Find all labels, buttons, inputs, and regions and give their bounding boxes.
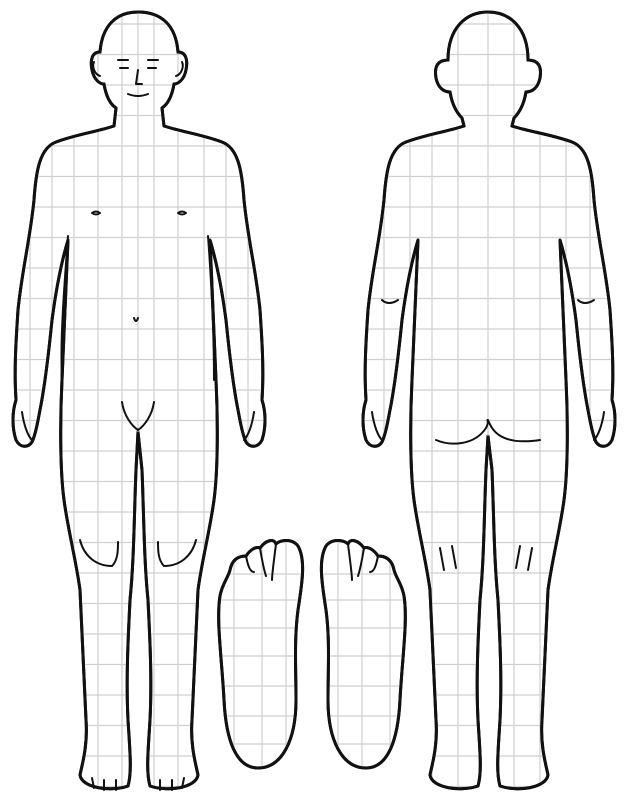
left-sole-outline [219, 541, 303, 769]
right-sole-outline [321, 541, 405, 769]
right-sole-view [314, 530, 414, 780]
left-sole-view [210, 530, 310, 780]
